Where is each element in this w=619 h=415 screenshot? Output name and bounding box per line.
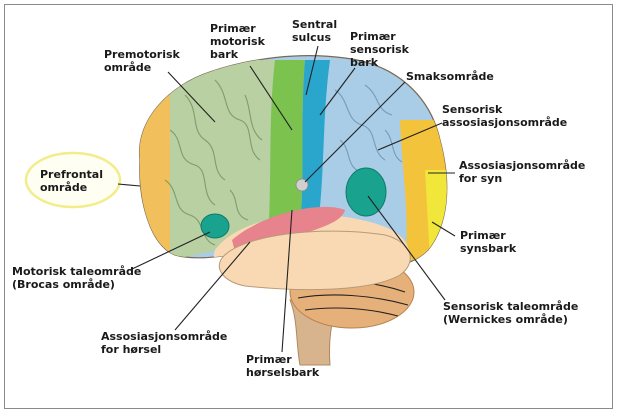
primary-motor-region <box>268 60 305 240</box>
leader-lines <box>117 45 456 353</box>
label-visual-association: Assosiasjonsområde for syn <box>459 159 586 185</box>
label-primary-visual: Primær synsbark <box>460 229 517 255</box>
label-sensory-association: Sensorisk assosiasjonsområde <box>442 103 568 129</box>
label-prefrontal: Prefrontal område <box>40 168 103 194</box>
label-motor-speech: Motorisk taleområde (Brocas område) <box>12 265 142 291</box>
label-premotor: Premotorisk område <box>104 48 180 74</box>
temporal-lobe <box>218 230 411 291</box>
label-primary-motor: Primær motorisk bark <box>210 22 265 61</box>
gyri <box>164 79 263 246</box>
label-primary-auditory: Primær hørselsbark <box>246 353 320 379</box>
label-sensory-speech: Sensorisk taleområde (Wernickes område) <box>443 300 579 326</box>
prefrontal-highlight <box>24 151 122 209</box>
label-central-sulcus: Sentral sulcus <box>292 18 338 44</box>
label-taste: Smaksområde <box>406 70 494 83</box>
primary-visual-region <box>425 170 447 260</box>
wernicke-area <box>345 167 387 217</box>
label-auditory-association: Assosiasjonsområde for hørsel <box>101 330 228 356</box>
label-primary-sensory: Primær sensorisk bark <box>350 30 410 69</box>
broca-area <box>200 213 230 239</box>
